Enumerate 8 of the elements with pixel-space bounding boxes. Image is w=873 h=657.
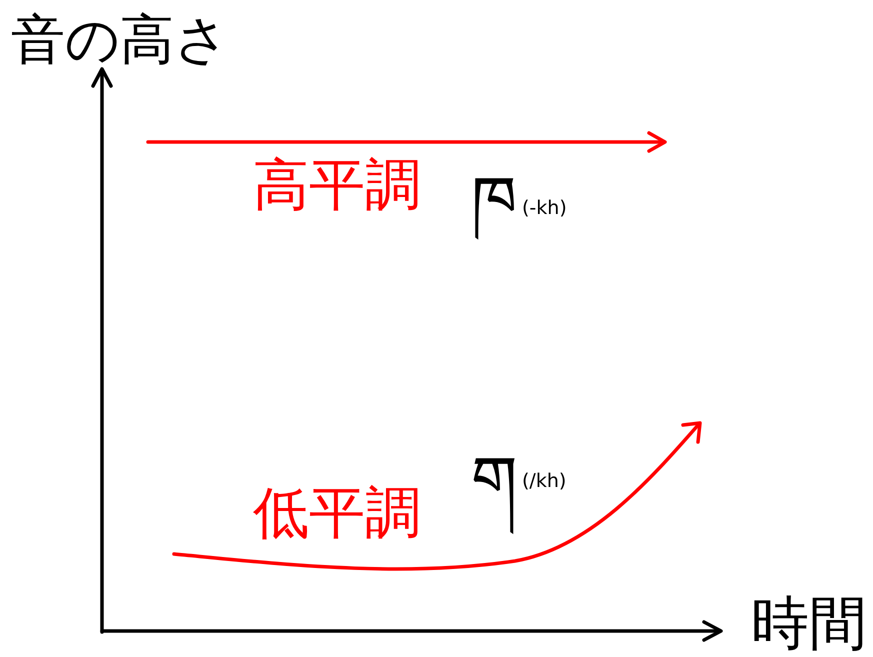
tibetan-letter: ཁ (471, 168, 517, 242)
axis-label: 時間 (751, 594, 867, 652)
transcription-label: (/kh) (522, 472, 566, 491)
axis-label: 音の高さ (11, 13, 229, 67)
tibetan-letter: ག (471, 448, 517, 538)
tone-label: 低平調 (253, 486, 421, 542)
transcription-label: (-kh) (522, 199, 567, 218)
tone-label: 高平調 (253, 158, 421, 214)
